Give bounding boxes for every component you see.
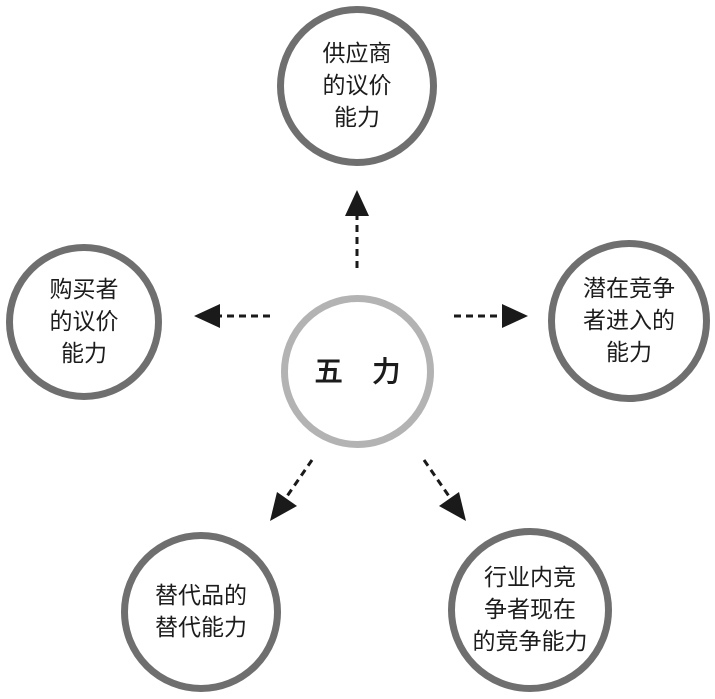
- industry-rivalry-label: 行业内竞 争者现在 的竞争能力: [472, 565, 588, 655]
- five-forces-center-node: 五 力: [281, 295, 434, 448]
- new-entrants-label: 潜在竞争 者进入的 能力: [583, 276, 675, 366]
- supplier-bargaining-label: 供应商 的议价 能力: [322, 41, 392, 131]
- substitutes-node: 替代品的 替代能力: [121, 532, 281, 692]
- supplier-bargaining-node: 供应商 的议价 能力: [277, 6, 437, 166]
- arrow-to-supplier: [345, 190, 369, 268]
- buyer-bargaining-label: 购买者 的议价 能力: [49, 277, 119, 367]
- arrow-to-substitutes: [270, 459, 314, 521]
- substitutes-label: 替代品的 替代能力: [155, 583, 247, 641]
- arrow-to-buyer: [194, 304, 270, 328]
- five-forces-center-label: 五 力: [314, 354, 411, 388]
- buyer-bargaining-node: 购买者 的议价 能力: [6, 244, 162, 400]
- arrow-to-new-entrants: [454, 304, 528, 328]
- arrow-to-rivalry: [422, 459, 466, 521]
- industry-rivalry-node: 行业内竞 争者现在 的竞争能力: [448, 528, 612, 692]
- new-entrants-node: 潜在竞争 者进入的 能力: [548, 240, 710, 402]
